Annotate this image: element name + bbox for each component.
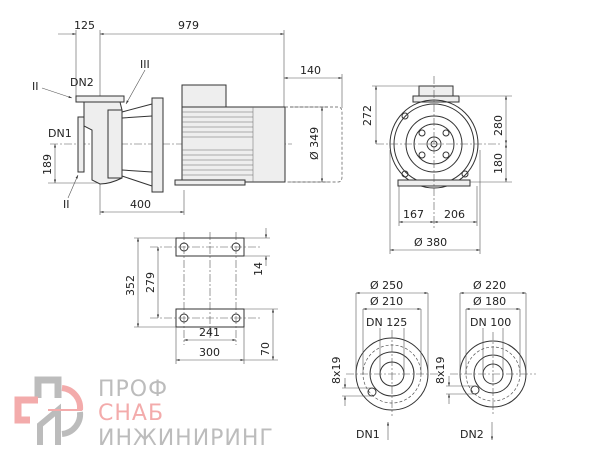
dim-979: 979 <box>178 19 199 32</box>
dim-300: 300 <box>199 346 220 359</box>
dim-14: 14 <box>252 262 265 276</box>
dn2-outer-dia: Ø 220 <box>473 279 506 292</box>
label-dn1: DN1 <box>48 127 72 140</box>
label-iii: III <box>140 58 150 71</box>
dim-349: Ø 349 <box>308 127 321 160</box>
suction-flange <box>77 116 85 173</box>
dim-206: 206 <box>444 208 465 221</box>
dim-400: 400 <box>130 198 151 211</box>
label-ii-bottom: II <box>63 198 70 211</box>
dn1-outer-dia: Ø 250 <box>370 279 403 292</box>
dim-279: 279 <box>144 272 157 293</box>
terminal-box <box>181 84 227 108</box>
dn2-label: DN2 <box>460 428 484 441</box>
fan-cover <box>285 106 343 183</box>
dim-380: Ø 380 <box>414 236 447 249</box>
label-dn2: DN2 <box>70 76 94 89</box>
dn2-holes: 8x19 <box>434 356 447 384</box>
dim-272: 272 <box>361 105 374 126</box>
logo-line2: СНАБ <box>98 401 164 426</box>
dim-241: 241 <box>199 326 220 339</box>
dn1-label: DN1 <box>356 428 380 441</box>
dim-189: 189 <box>41 154 54 175</box>
dim-280: 280 <box>492 115 505 136</box>
side-view: 125 979 140 400 Ø 349 189 DN2 DN1 II II … <box>32 19 343 215</box>
dn1-nominal: DN 125 <box>366 316 407 329</box>
dim-180: 180 <box>492 153 505 174</box>
dn1-holes: 8x19 <box>330 356 343 384</box>
front-view: 272 280 180 167 206 Ø 380 <box>361 76 512 254</box>
motor-flange <box>151 97 164 193</box>
dn2-bolt-circle: Ø 180 <box>473 295 506 308</box>
dim-140: 140 <box>300 64 321 77</box>
company-logo: ПРОФ СНАБ ИНЖИНИРИНГ <box>14 376 274 451</box>
dim-167: 167 <box>403 208 424 221</box>
dim-70: 70 <box>259 342 272 356</box>
dim-125: 125 <box>74 19 95 32</box>
dn1-bolt-circle: Ø 210 <box>370 295 403 308</box>
flange-dn2: Ø 220 Ø 180 DN 100 8x19 DN2 <box>434 279 536 441</box>
logo-line3: ИНЖИНИРИНГ <box>98 426 274 451</box>
flange-dn1: Ø 250 Ø 210 DN 125 8x19 DN1 <box>330 279 438 441</box>
motor-body <box>181 106 286 183</box>
discharge-flange <box>75 95 125 103</box>
label-ii-top: II <box>32 80 39 93</box>
foot-plan: 352 279 14 70 241 300 <box>124 228 278 364</box>
logo-line1: ПРОФ <box>98 377 168 402</box>
dn2-nominal: DN 100 <box>470 316 511 329</box>
dim-352: 352 <box>124 275 137 296</box>
